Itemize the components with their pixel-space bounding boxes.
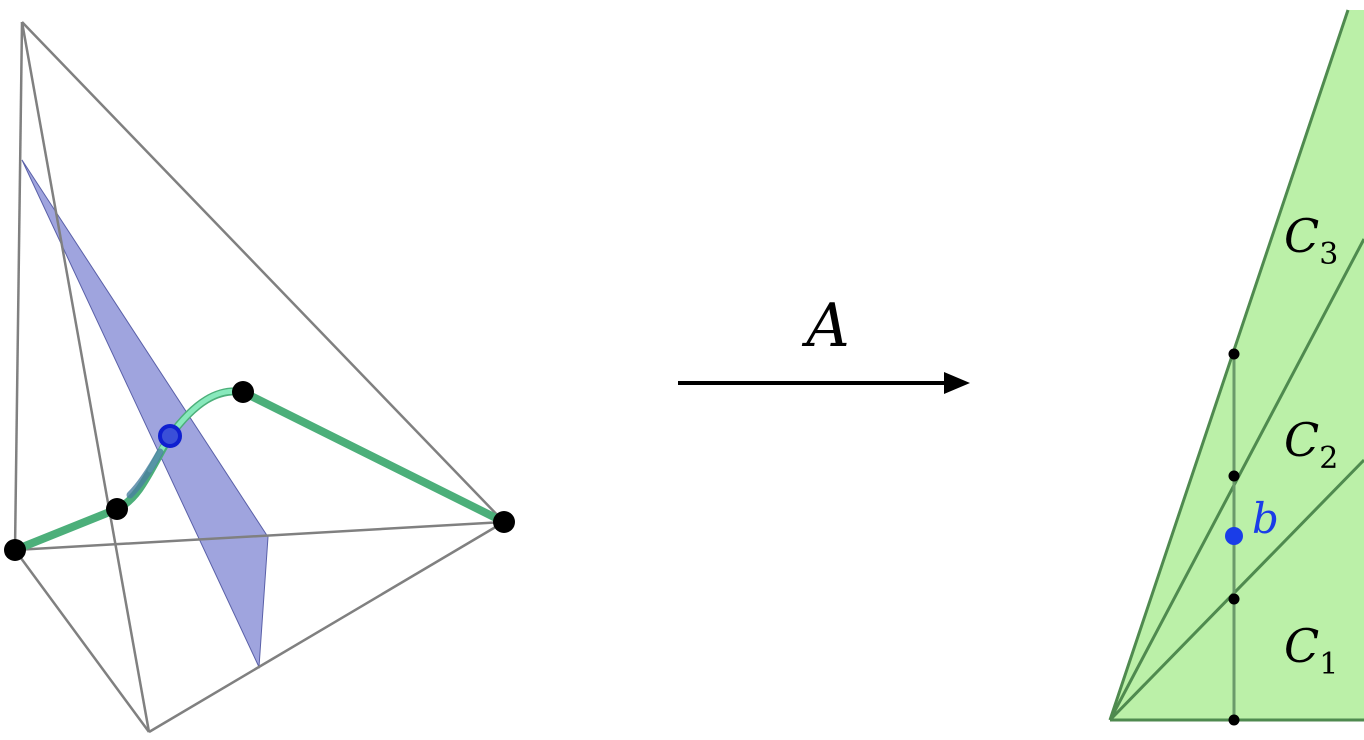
map-arrow: A: [678, 291, 970, 394]
cone-label-2: C2: [1284, 413, 1338, 476]
tetra-edge: [13, 21, 24, 551]
tetra-edge: [13, 549, 151, 733]
path-vertex: [106, 498, 128, 520]
tetra-edge: [14, 520, 505, 552]
path-vertex: [4, 539, 26, 561]
path: [4, 381, 515, 561]
fiber-vertex: [1228, 714, 1240, 726]
tetra-edge: [21, 21, 505, 523]
separating-plane: [21, 159, 269, 669]
path-occluded-segment: [126, 448, 164, 499]
fiber-vertex: [1228, 470, 1240, 482]
path-vertex: [493, 511, 515, 533]
tetra-edge: [148, 520, 505, 734]
fiber-vertex: [1228, 348, 1240, 360]
map-label: A: [801, 291, 849, 361]
point-b: [1225, 527, 1243, 545]
tetra-edge: [20, 21, 151, 733]
arrow-head: [944, 372, 970, 394]
cone-label-3: C3: [1284, 209, 1338, 272]
cone-label-1: C1: [1284, 619, 1338, 682]
tetrahedron: [13, 21, 505, 734]
cone-fan: b C3 C2 C1: [1108, 9, 1364, 726]
cone-boundary-ray: [1108, 9, 1350, 721]
point-b-label: b: [1252, 494, 1279, 543]
path-vertex: [232, 381, 254, 403]
cone-ray: [1108, 458, 1364, 722]
fiber-vertex: [1228, 593, 1240, 605]
plane-crossing-point: [158, 424, 182, 448]
cone-region: [1110, 10, 1364, 720]
